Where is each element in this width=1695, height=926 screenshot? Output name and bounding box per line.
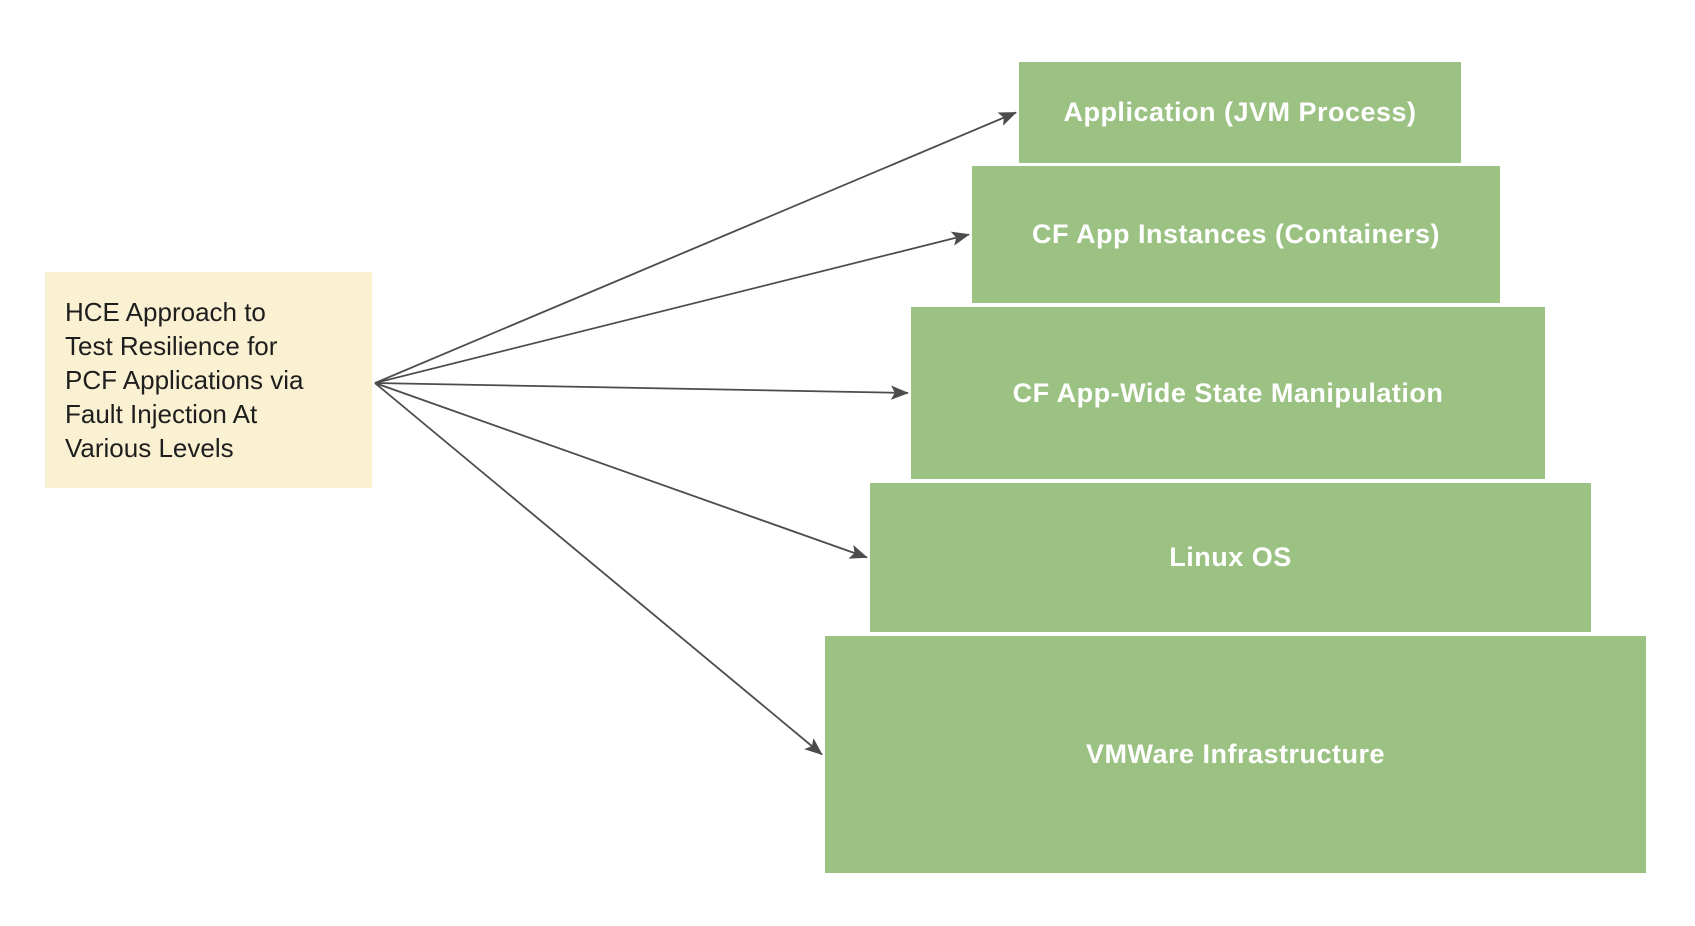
level-box-4: Linux OS (870, 483, 1591, 632)
level-label: Application (JVM Process) (1063, 97, 1417, 127)
level-label: CF App-Wide State Manipulation (1012, 377, 1444, 408)
level-box-1: Application (JVM Process) (1019, 62, 1461, 163)
level-label: VMWare Infrastructure (1085, 739, 1386, 769)
level-label: CF App Instances (Containers) (1031, 219, 1441, 249)
level-label: Linux OS (1169, 542, 1292, 572)
source-note-box: HCE Approach to Test Resilience for PCF … (45, 272, 372, 488)
level-box-5: VMWare Infrastructure (825, 636, 1646, 873)
level-box-3: CF App-Wide State Manipulation (911, 307, 1545, 479)
source-note-text: HCE Approach to Test Resilience for PCF … (65, 297, 304, 463)
level-box-2: CF App Instances (Containers) (972, 166, 1500, 303)
